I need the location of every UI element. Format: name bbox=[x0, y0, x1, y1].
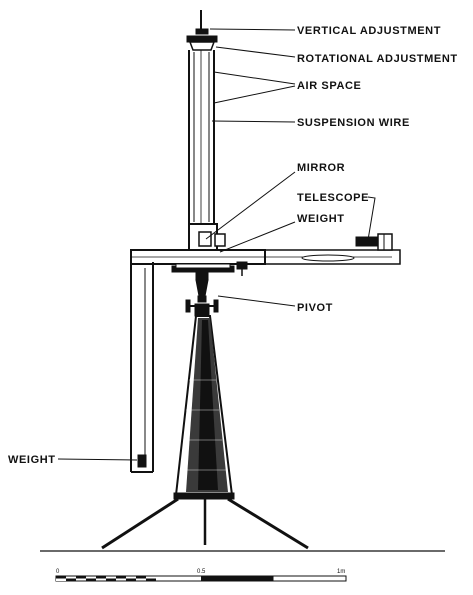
label-vertical-adjustment: VERTICAL ADJUSTMENT bbox=[297, 25, 441, 37]
leader-lines bbox=[57, 28, 376, 461]
label-weight-lower: WEIGHT bbox=[8, 454, 56, 466]
scale-label-middle: 0.5 bbox=[197, 569, 206, 575]
mirror-element bbox=[198, 231, 212, 247]
hanging-arm bbox=[130, 262, 154, 473]
conical-column bbox=[174, 315, 234, 496]
scale-bar: 0 0.5 1m bbox=[55, 569, 347, 582]
telescope-body bbox=[377, 233, 393, 251]
label-suspension-wire: SUSPENSION WIRE bbox=[297, 117, 410, 129]
adjustment-head bbox=[186, 10, 218, 51]
tripod-base bbox=[40, 492, 445, 552]
label-telescope: TELESCOPE bbox=[297, 192, 369, 204]
label-air-space: AIR SPACE bbox=[297, 80, 361, 92]
label-weight-upper: WEIGHT bbox=[297, 213, 345, 225]
label-pivot: PIVOT bbox=[297, 302, 333, 314]
scale-label-right: 1m bbox=[337, 569, 345, 575]
label-mirror: MIRROR bbox=[297, 162, 345, 174]
label-rotational-adjustment: ROTATIONAL ADJUSTMENT bbox=[297, 53, 458, 65]
mirror-housing bbox=[188, 223, 226, 252]
labels: VERTICAL ADJUSTMENT ROTATIONAL ADJUSTMEN… bbox=[8, 25, 458, 466]
horizontal-beam bbox=[130, 233, 401, 276]
pivot-assembly bbox=[171, 263, 235, 317]
vertical-column bbox=[188, 50, 215, 236]
scale-label-left: 0 bbox=[56, 569, 60, 575]
lower-weight bbox=[137, 454, 147, 468]
